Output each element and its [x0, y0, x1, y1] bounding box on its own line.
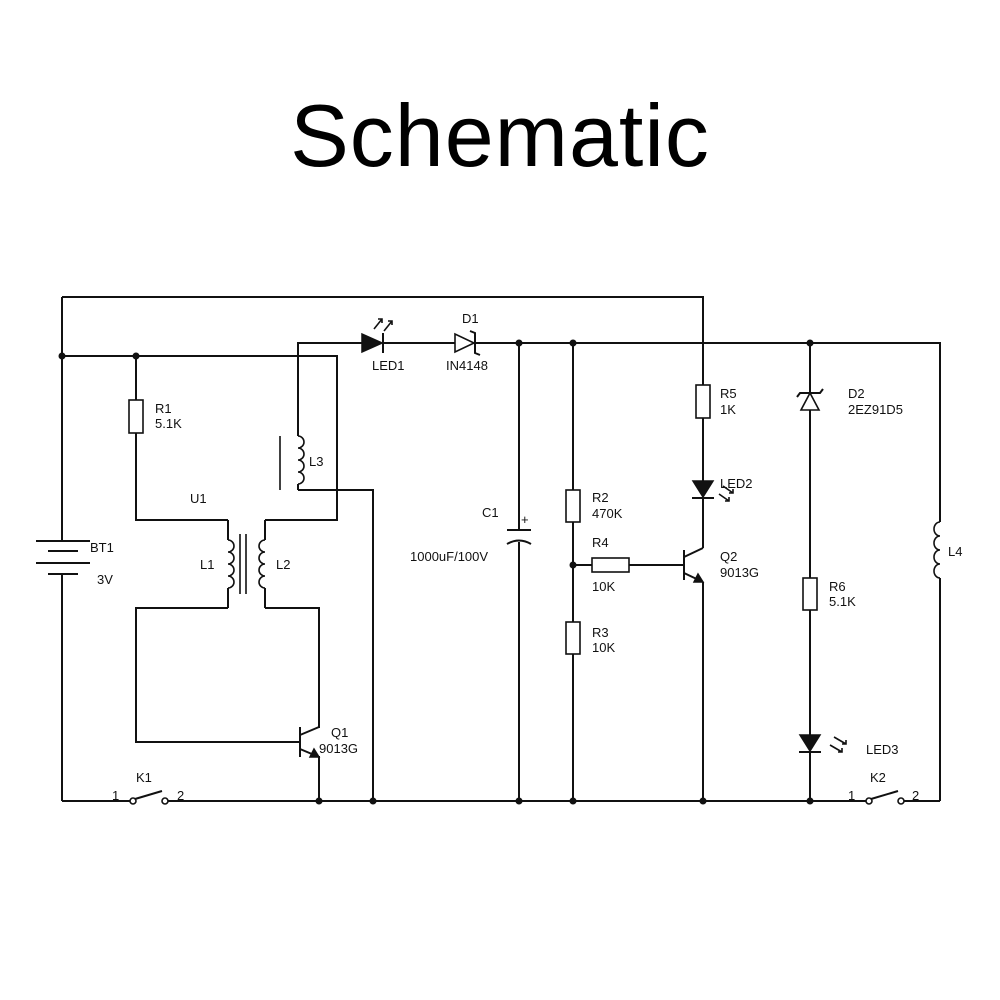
- zener-d2: D2 2EZ91D5: [796, 386, 903, 417]
- resistor-r4: R4 10K: [591, 535, 630, 594]
- k2-pin1: 1: [848, 788, 855, 803]
- q1-value: 9013G: [319, 741, 358, 756]
- led1-label: LED1: [372, 358, 405, 373]
- c1-value: 1000uF/100V: [410, 549, 488, 564]
- transistor-q1: Q1 9013G: [299, 725, 358, 758]
- d2-label: D2: [848, 386, 865, 401]
- l3-label: L3: [309, 454, 323, 469]
- u1-label: U1: [190, 491, 207, 506]
- capacitor-c1: + C1 1000uF/100V: [410, 505, 532, 564]
- r2-label: R2: [592, 490, 609, 505]
- led-led3: LED3: [798, 734, 899, 757]
- k1-pin1: 1: [112, 788, 119, 803]
- r3-label: R3: [592, 625, 609, 640]
- r2-value: 470K: [592, 506, 623, 521]
- q1-label: Q1: [331, 725, 348, 740]
- junction-dots: [58, 339, 814, 805]
- r3-value: 10K: [592, 640, 615, 655]
- bt1-label: BT1: [90, 540, 114, 555]
- r1-label: R1: [155, 401, 172, 416]
- switch-k1: K1 1 2: [112, 770, 185, 805]
- r5-value: 1K: [720, 402, 736, 417]
- d2-value: 2EZ91D5: [848, 402, 903, 417]
- led3-label: LED3: [866, 742, 899, 757]
- resistor-r3: R3 10K: [565, 621, 615, 655]
- k2-label: K2: [870, 770, 886, 785]
- led2-label: LED2: [720, 476, 753, 491]
- d1-label: D1: [462, 311, 479, 326]
- k2-pin2: 2: [912, 788, 919, 803]
- q2-value: 9013G: [720, 565, 759, 580]
- transistor-q2: Q2 9013G: [683, 547, 759, 583]
- transformer-u1: U1 L1 L2: [190, 491, 290, 608]
- page-title: Schematic: [290, 86, 710, 185]
- l4-label: L4: [948, 544, 962, 559]
- d1-value: IN4148: [446, 358, 488, 373]
- inductor-l3: L3: [279, 435, 323, 490]
- r1-value: 5.1K: [155, 416, 182, 431]
- r4-value: 10K: [592, 579, 615, 594]
- c1-plus: +: [521, 512, 529, 527]
- r6-value: 5.1K: [829, 594, 856, 609]
- switch-k2: K2 1 2: [848, 770, 920, 805]
- k1-label: K1: [136, 770, 152, 785]
- r5-label: R5: [720, 386, 737, 401]
- resistor-r2: R2 470K: [565, 489, 623, 523]
- q2-label: Q2: [720, 549, 737, 564]
- k1-pin2: 2: [177, 788, 184, 803]
- led-led1: LED1: [361, 318, 405, 373]
- bt1-value: 3V: [97, 572, 113, 587]
- c1-label: C1: [482, 505, 499, 520]
- diode-d1: D1 IN4148: [446, 311, 488, 373]
- wires: [61, 296, 941, 802]
- led-led2: LED2: [691, 476, 753, 502]
- r6-label: R6: [829, 579, 846, 594]
- battery-bt1: BT1 3V: [36, 540, 114, 587]
- l2-label: L2: [276, 557, 290, 572]
- l1-label: L1: [200, 557, 214, 572]
- resistor-r5: R5 1K: [695, 384, 737, 419]
- inductor-l4: L4: [933, 521, 962, 579]
- resistor-r6: R6 5.1K: [802, 577, 856, 611]
- r4-label: R4: [592, 535, 609, 550]
- resistor-r1: R1 5.1K: [128, 399, 182, 434]
